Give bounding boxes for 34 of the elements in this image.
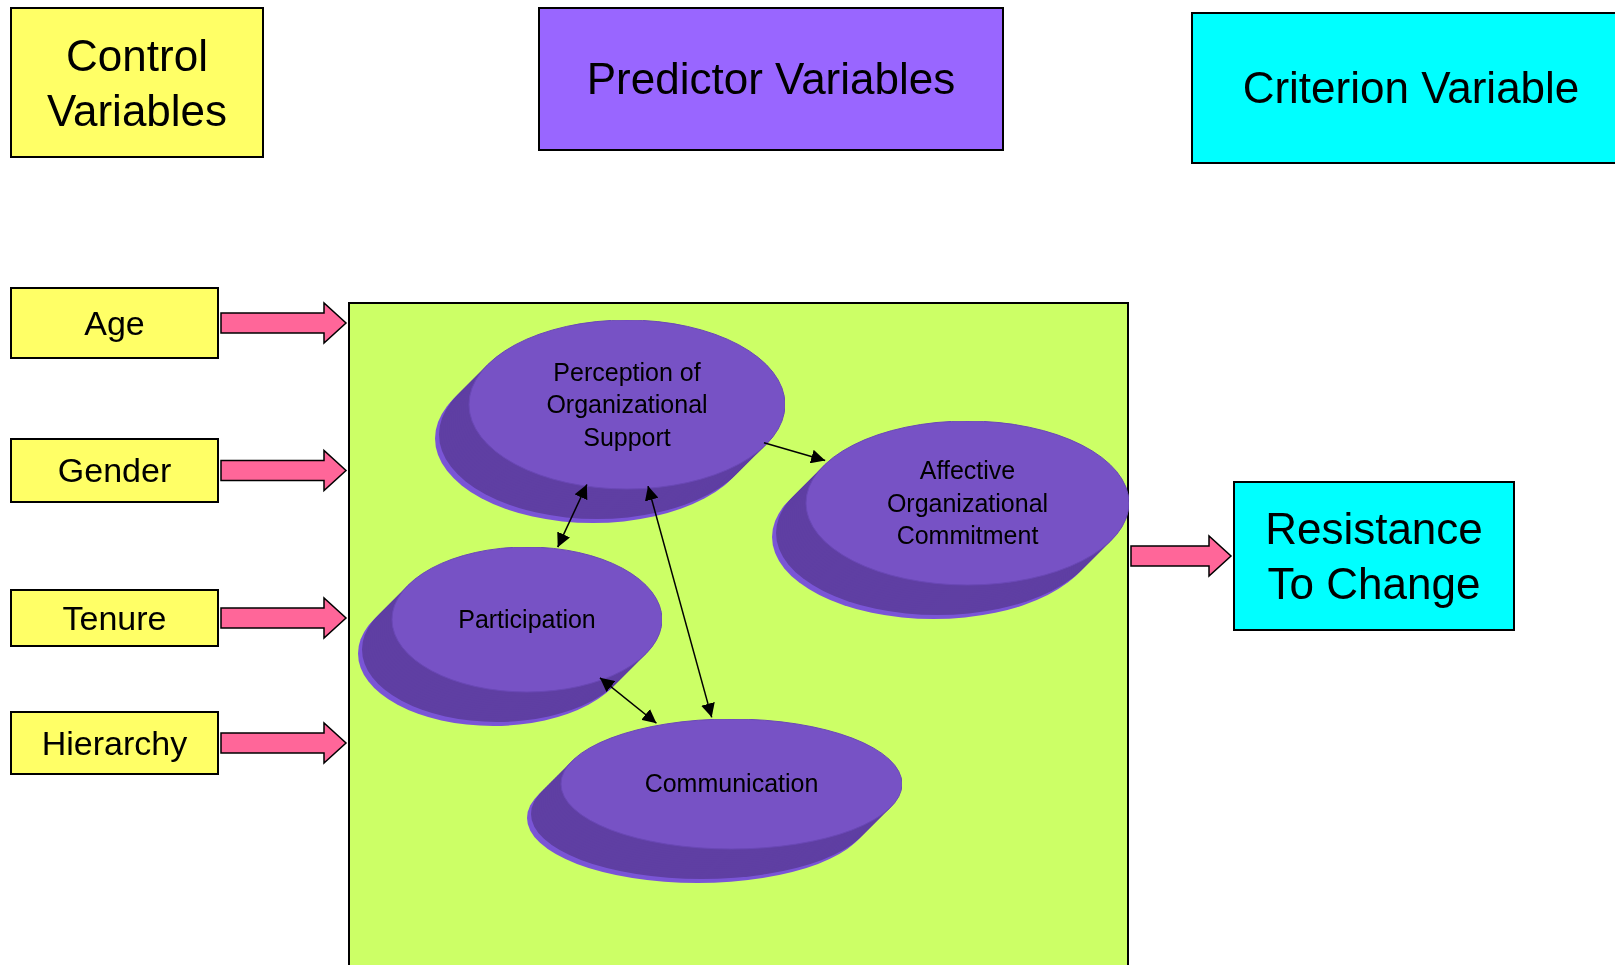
arrow [599,677,658,724]
node-label: Participation [458,603,596,635]
block-arrow [1130,534,1233,578]
label-box [10,7,264,158]
oval-node [527,719,902,883]
node-label: Perception of Organizational Support [545,356,709,453]
arrow [645,485,715,719]
block-arrow [220,721,348,765]
node-label: Hierarchy [41,722,188,764]
node-label: Affective Organizational Commitment [885,455,1050,552]
oval-node [435,320,785,523]
block-arrow [220,301,348,345]
label-box [10,438,219,503]
node-label: Gender [57,450,172,491]
node-label: Tenure [62,597,167,639]
label-box [10,589,219,647]
oval-node [772,421,1129,619]
block-arrow [220,448,348,493]
arrow [556,483,588,548]
node-label: Communication [644,768,819,800]
label-box [10,711,219,775]
label-box [10,287,219,359]
label-box [1191,12,1615,164]
node-label: Resistance To Change [1264,503,1484,610]
node-label: Predictor Variables [586,53,956,105]
arrow [763,441,826,464]
block-arrow [220,596,348,640]
oval-node [358,547,662,726]
node-label: Criterion Variable [1242,62,1580,114]
label-box [1233,481,1515,631]
label-box [538,7,1004,151]
panel-background [348,302,1129,965]
node-label: Age [84,302,145,344]
node-label: Control Variables [45,29,229,137]
